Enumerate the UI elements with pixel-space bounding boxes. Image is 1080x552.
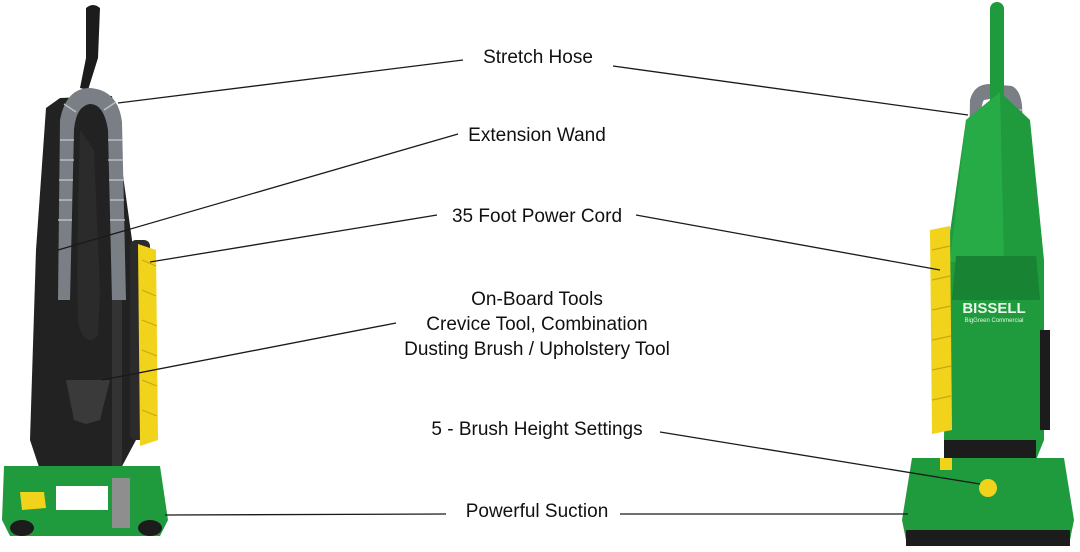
tools-line-3: Dusting Brush / Upholstery Tool [404, 339, 670, 360]
label-power-cord: 35 Foot Power Cord [451, 206, 623, 227]
front-body-highlight [950, 92, 1004, 262]
front-pedal [940, 458, 952, 470]
side-panel [1040, 330, 1050, 430]
front-handle [990, 2, 1004, 122]
crevice-tool [112, 300, 122, 470]
tools-line-1: On-Board Tools [471, 289, 603, 310]
label-powerful-suction: Powerful Suction [465, 501, 609, 522]
rear-wheel-right [138, 520, 162, 536]
leader-hose-right [612, 65, 969, 116]
front-base [902, 458, 1074, 540]
leader-cord-left [149, 214, 438, 263]
handle-grip [80, 5, 100, 90]
brand-logo: BISSELL [962, 300, 1025, 317]
rating-label [56, 486, 108, 510]
tools-line-2: Crevice Tool, Combination [426, 314, 648, 335]
brand-subtext: BigGreen Commercial [964, 318, 1023, 324]
leader-hose-left [117, 59, 464, 104]
leader-height [659, 431, 981, 485]
callout-lines [57, 59, 981, 516]
front-neck [944, 440, 1036, 460]
leader-wand [57, 133, 459, 251]
leader-cord-right [635, 214, 941, 271]
leader-tools [101, 322, 397, 381]
front-power-cord [930, 226, 952, 434]
label-stretch-hose: Stretch Hose [483, 47, 593, 68]
label-on-board-tools: On-Board Tools Crevice Tool, Combination… [404, 287, 670, 362]
hose-ridges [58, 101, 125, 221]
front-cord-strands [931, 245, 952, 401]
hose-bottom [112, 478, 130, 528]
stretch-hose-coil [58, 88, 126, 300]
hose-loop [77, 130, 100, 340]
vacuum-front-view [902, 2, 1074, 546]
brush-height-dial [979, 479, 997, 497]
leader-suction-left [164, 513, 447, 516]
height-pedal [20, 492, 46, 510]
vacuum-rear-view [2, 5, 168, 536]
label-brush-height: 5 - Brush Height Settings [431, 419, 643, 440]
cord-strands [141, 259, 158, 417]
front-bumper [906, 530, 1070, 546]
label-extension-wand: Extension Wand [468, 125, 606, 146]
bag-door [952, 256, 1040, 300]
on-board-tool-brush [66, 380, 110, 424]
rear-wheel-left [10, 520, 34, 536]
